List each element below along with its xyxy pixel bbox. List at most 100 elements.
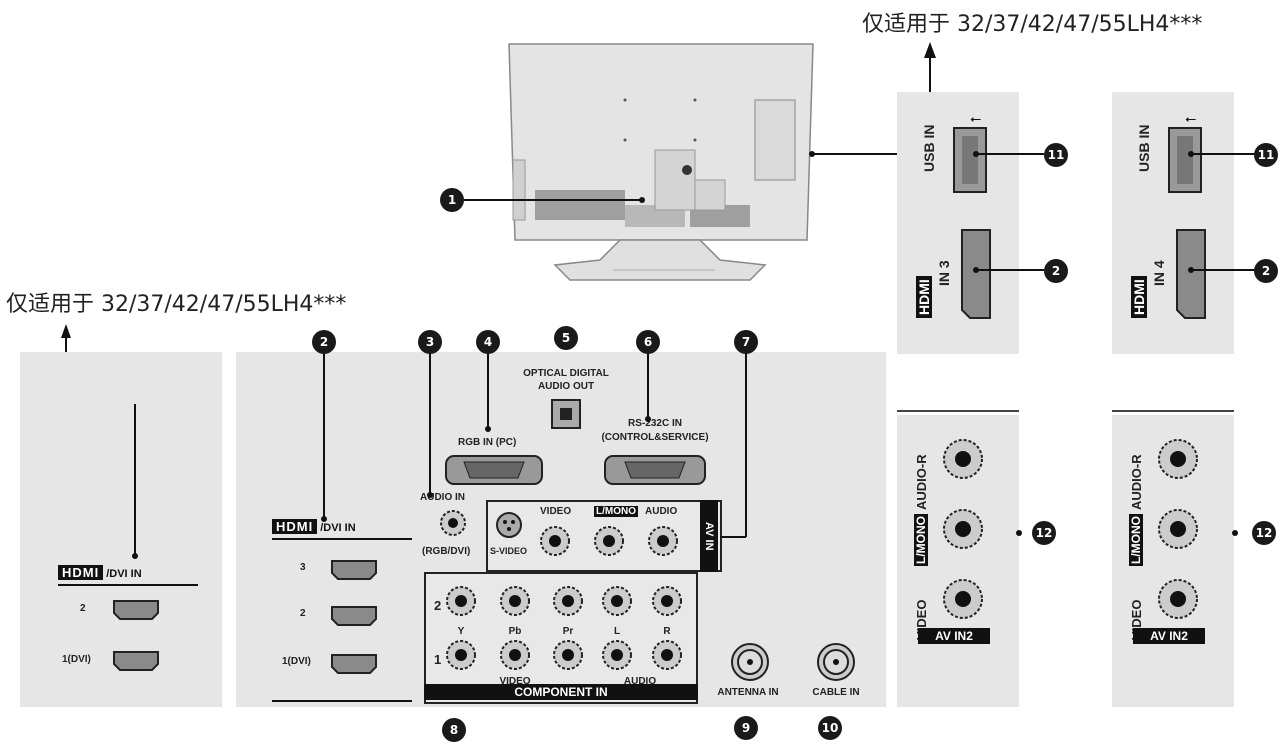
component-jack-r2-c5	[652, 586, 682, 616]
hdmi-port-3-label: 3	[300, 562, 306, 573]
leader-line-left	[132, 404, 138, 559]
callout-9: 9	[734, 716, 758, 740]
r-label: R	[663, 626, 671, 637]
rgb-in-port	[445, 455, 543, 485]
leader-line-11b	[1188, 151, 1255, 157]
leader-line-6	[645, 347, 651, 422]
audio-r-label: AUDIO-R	[1129, 454, 1144, 510]
hdmi-logo: HDMI	[1131, 276, 1147, 318]
antenna-in-jack	[731, 643, 769, 681]
y-label: Y	[457, 626, 465, 637]
component-jack-r2-c1	[446, 586, 476, 616]
av2-audio-l-jack-b	[1158, 509, 1198, 549]
callout-11: 11	[1044, 143, 1068, 167]
hdmi-port-1	[113, 651, 159, 671]
hdmi-dvi-header-left: HDMI/DVI IN	[58, 564, 142, 582]
tv-rear-illustration	[508, 43, 814, 281]
in3-label: IN 3	[936, 260, 952, 286]
callout-10: 10	[818, 716, 842, 740]
optical-out-port	[551, 399, 581, 429]
rgb-in-label: RGB IN (PC)	[458, 437, 517, 448]
antenna-in-label: ANTENNA IN	[717, 687, 779, 698]
dvi-in-label: /DVI IN	[320, 522, 356, 534]
pb-label: Pb	[508, 626, 522, 637]
optical-label-line1: OPTICAL DIGITAL	[523, 368, 609, 379]
dot	[1232, 530, 1238, 536]
rs232-label-line1: RS-232C IN	[628, 418, 682, 429]
callout-2: 2	[312, 330, 336, 354]
leader-line-11a	[973, 151, 1044, 157]
divider	[1112, 410, 1234, 412]
video-label: VIDEO	[540, 506, 572, 517]
av-in2-bar: AV IN2	[918, 628, 990, 644]
audio-in-jack	[440, 510, 466, 536]
arrow-up-icon	[924, 42, 936, 98]
hdmi-logo: HDMI	[272, 519, 318, 534]
callout-5: 5	[554, 326, 578, 350]
callout-7: 7	[734, 330, 758, 354]
leader-line-2	[321, 347, 327, 522]
audio-label: AUDIO	[623, 676, 657, 687]
divider	[272, 700, 412, 702]
video-label: VIDEO	[499, 676, 531, 687]
leader-line-3	[427, 347, 433, 498]
callout-8: 8	[442, 718, 466, 742]
usb-icon: ⭠	[1185, 110, 1197, 126]
leader-line-7	[720, 347, 747, 538]
callout-1: 1	[440, 188, 464, 212]
component-jack-r1-c1	[446, 640, 476, 670]
component-jack-r2-c3	[553, 586, 583, 616]
s-video-port	[496, 512, 522, 538]
pr-label: Pr	[562, 626, 574, 637]
component-jack-r1-c5	[652, 640, 682, 670]
hdmi-port-1-label: 1(DVI)	[282, 656, 311, 667]
leader-line-2a	[973, 267, 1044, 273]
callout-4: 4	[476, 330, 500, 354]
component-jack-r2-c4	[602, 586, 632, 616]
av2-video-jack-b	[1158, 579, 1198, 619]
callout-2: 2	[1254, 259, 1278, 283]
side-panel-left	[20, 352, 222, 707]
mono-label: L/MONO	[594, 506, 638, 517]
hdmi-in3-port	[961, 229, 991, 319]
hdmi-dvi-header-main: HDMI/DVI IN	[272, 518, 356, 536]
rs232-label-line2: (CONTROL&SERVICE)	[601, 432, 709, 443]
component-row-2-label: 2	[434, 598, 442, 613]
optical-label-line2: AUDIO OUT	[537, 381, 595, 392]
l-mono-label: L/MONO	[914, 514, 928, 566]
callout-3: 3	[418, 330, 442, 354]
hdmi-in4-tag: HDMI	[1131, 276, 1147, 318]
usb-port-b	[1168, 127, 1202, 193]
hdmi-port-2-label: 2	[300, 608, 306, 619]
hdmi-in3-tag: HDMI	[916, 276, 932, 318]
rgb-dvi-label: (RGB/DVI)	[422, 546, 471, 557]
hdmi-logo: HDMI	[58, 565, 104, 580]
model-note-top-right: 仅适用于 32/37/42/47/55LH4***	[862, 12, 1203, 37]
hdmi-port-3	[331, 560, 377, 580]
l-mono-label: L/MONO	[1129, 514, 1143, 566]
divider	[58, 584, 198, 586]
av2-audio-r-jack-b	[1158, 439, 1198, 479]
in4-label: IN 4	[1151, 260, 1167, 286]
hdmi-port-2-label: 2	[80, 603, 86, 614]
usb-in-label: USB IN	[921, 124, 937, 172]
audio-r-label: AUDIO-R	[914, 454, 929, 510]
callout-12: 12	[1252, 521, 1276, 545]
av2-audio-l-jack-a	[943, 509, 983, 549]
av-in-tag: AV IN	[700, 500, 718, 572]
audio-in-label: AUDIO IN	[420, 492, 465, 503]
av-in2-bar: AV IN2	[1133, 628, 1205, 644]
callout-6: 6	[636, 330, 660, 354]
usb-port-a	[953, 127, 987, 193]
callout-11: 11	[1254, 143, 1278, 167]
divider	[897, 410, 1019, 412]
av2-audio-r-jack-a	[943, 439, 983, 479]
av2-video-jack-a	[943, 579, 983, 619]
s-video-label: S-VIDEO	[490, 546, 528, 556]
usb-icon: ⭠	[970, 110, 982, 126]
callout-2: 2	[1044, 259, 1068, 283]
hdmi-port-1-label: 1(DVI)	[62, 654, 91, 665]
audio-label: AUDIO	[645, 506, 678, 517]
av-audio-r-jack	[648, 526, 678, 556]
component-jack-r2-c2	[500, 586, 530, 616]
